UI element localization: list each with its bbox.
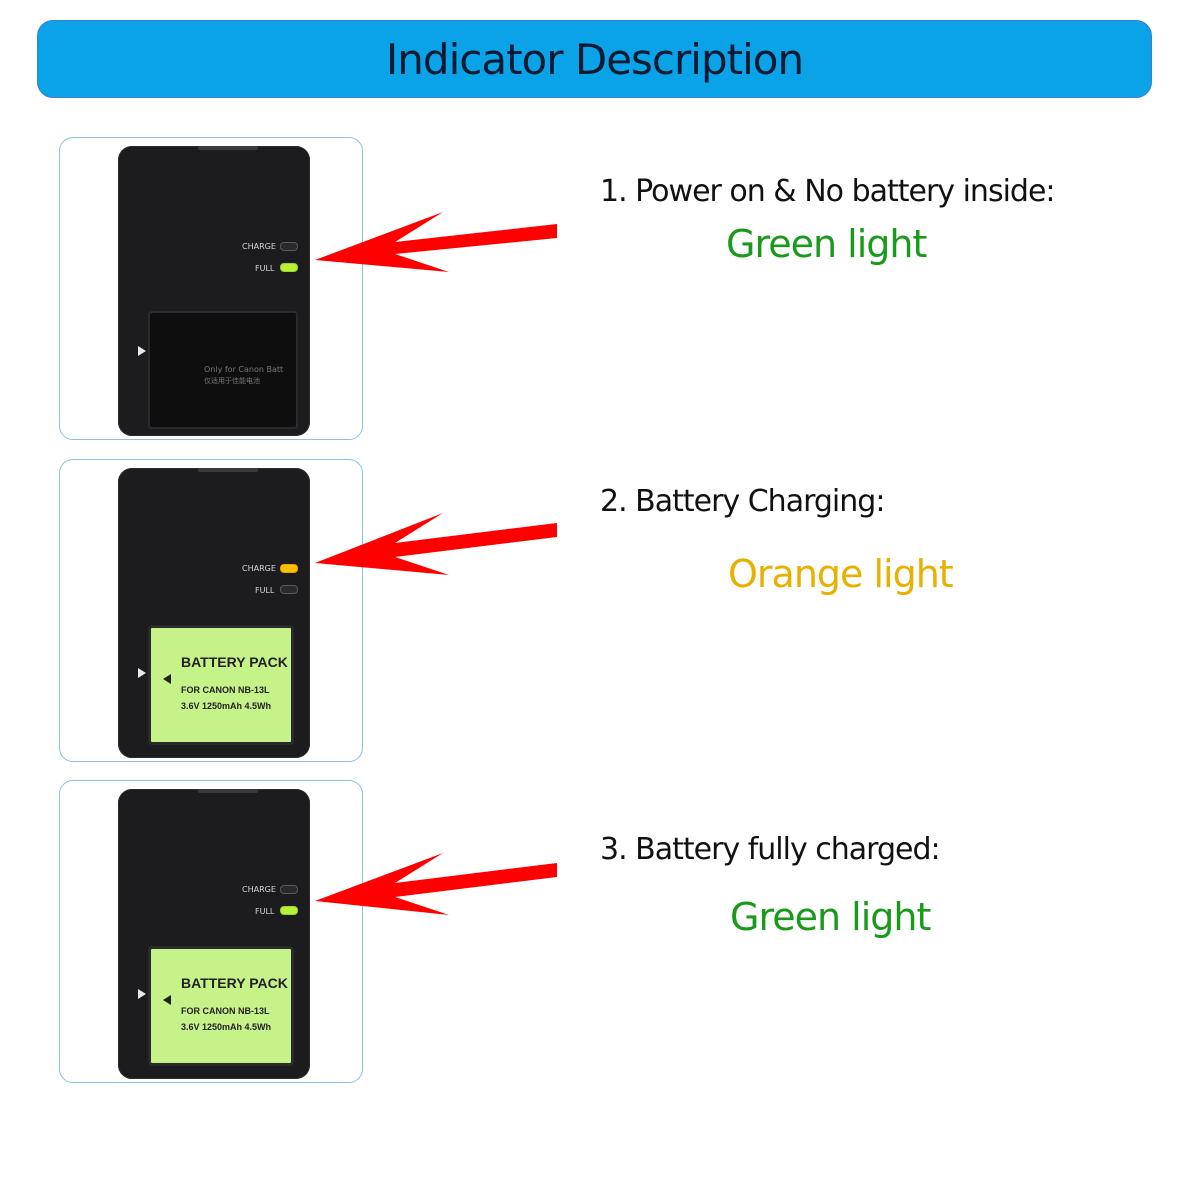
battery-bay: Only for Canon Batt 仅适用于佳能电池: [148, 311, 298, 429]
insert-arrow-icon: [138, 989, 146, 999]
charge-led-label: CHARGE: [242, 885, 276, 894]
battery-title: BATTERY PACK: [181, 975, 288, 991]
battery-line-1: FOR CANON NB-13L: [181, 1006, 270, 1016]
red-arrow-icon: [315, 513, 557, 575]
insert-arrow-icon: [138, 668, 146, 678]
charger-panel-1: CHARGE FULL Only for Canon Batt 仅适用于佳能电池: [59, 137, 363, 440]
item-1-light: Green light: [726, 222, 927, 266]
bay-text-1: Only for Canon Batt: [204, 365, 284, 374]
charger-top-edge: [198, 789, 258, 793]
charger-panel-3: CHARGE FULL BATTERY PACK FOR CANON NB-13…: [59, 780, 363, 1083]
page-title: Indicator Description: [385, 34, 804, 84]
full-led: [280, 585, 298, 594]
battery-pack: BATTERY PACK FOR CANON NB-13L 3.6V 1250m…: [148, 625, 294, 745]
charge-led-label: CHARGE: [242, 564, 276, 573]
charge-led: [280, 885, 298, 894]
full-led: [280, 263, 298, 272]
battery-arrow-icon: [163, 995, 171, 1005]
red-arrow-icon: [315, 212, 557, 272]
charge-led: [280, 242, 298, 251]
insert-arrow-icon: [138, 346, 146, 356]
charger-image: CHARGE FULL BATTERY PACK FOR CANON NB-13…: [118, 468, 310, 758]
red-arrow-icon: [315, 853, 557, 915]
full-led-label: FULL: [255, 907, 275, 916]
charge-led: [280, 564, 298, 573]
full-led-label: FULL: [255, 264, 275, 273]
full-led: [280, 906, 298, 915]
charger-top-edge: [198, 468, 258, 472]
item-2-light: Orange light: [728, 552, 954, 596]
item-3-title: 3. Battery fully charged:: [600, 832, 941, 867]
item-3-light: Green light: [730, 895, 931, 939]
charger-image: CHARGE FULL Only for Canon Batt 仅适用于佳能电池: [118, 146, 310, 436]
battery-line-2: 3.6V 1250mAh 4.5Wh: [181, 1022, 272, 1032]
battery-title: BATTERY PACK: [181, 654, 288, 670]
item-1-title: 1. Power on & No battery inside:: [600, 174, 1056, 209]
charge-led-label: CHARGE: [242, 242, 276, 251]
bay-text-2: 仅适用于佳能电池: [204, 377, 260, 385]
full-led-label: FULL: [255, 586, 275, 595]
battery-pack: BATTERY PACK FOR CANON NB-13L 3.6V 1250m…: [148, 946, 294, 1066]
charger-top-edge: [198, 146, 258, 150]
charger-image: CHARGE FULL BATTERY PACK FOR CANON NB-13…: [118, 789, 310, 1079]
battery-arrow-icon: [163, 674, 171, 684]
charger-panel-2: CHARGE FULL BATTERY PACK FOR CANON NB-13…: [59, 459, 363, 762]
battery-line-1: FOR CANON NB-13L: [181, 685, 270, 695]
item-2-title: 2. Battery Charging:: [600, 484, 885, 519]
battery-line-2: 3.6V 1250mAh 4.5Wh: [181, 701, 272, 711]
header-banner: Indicator Description: [37, 20, 1152, 98]
